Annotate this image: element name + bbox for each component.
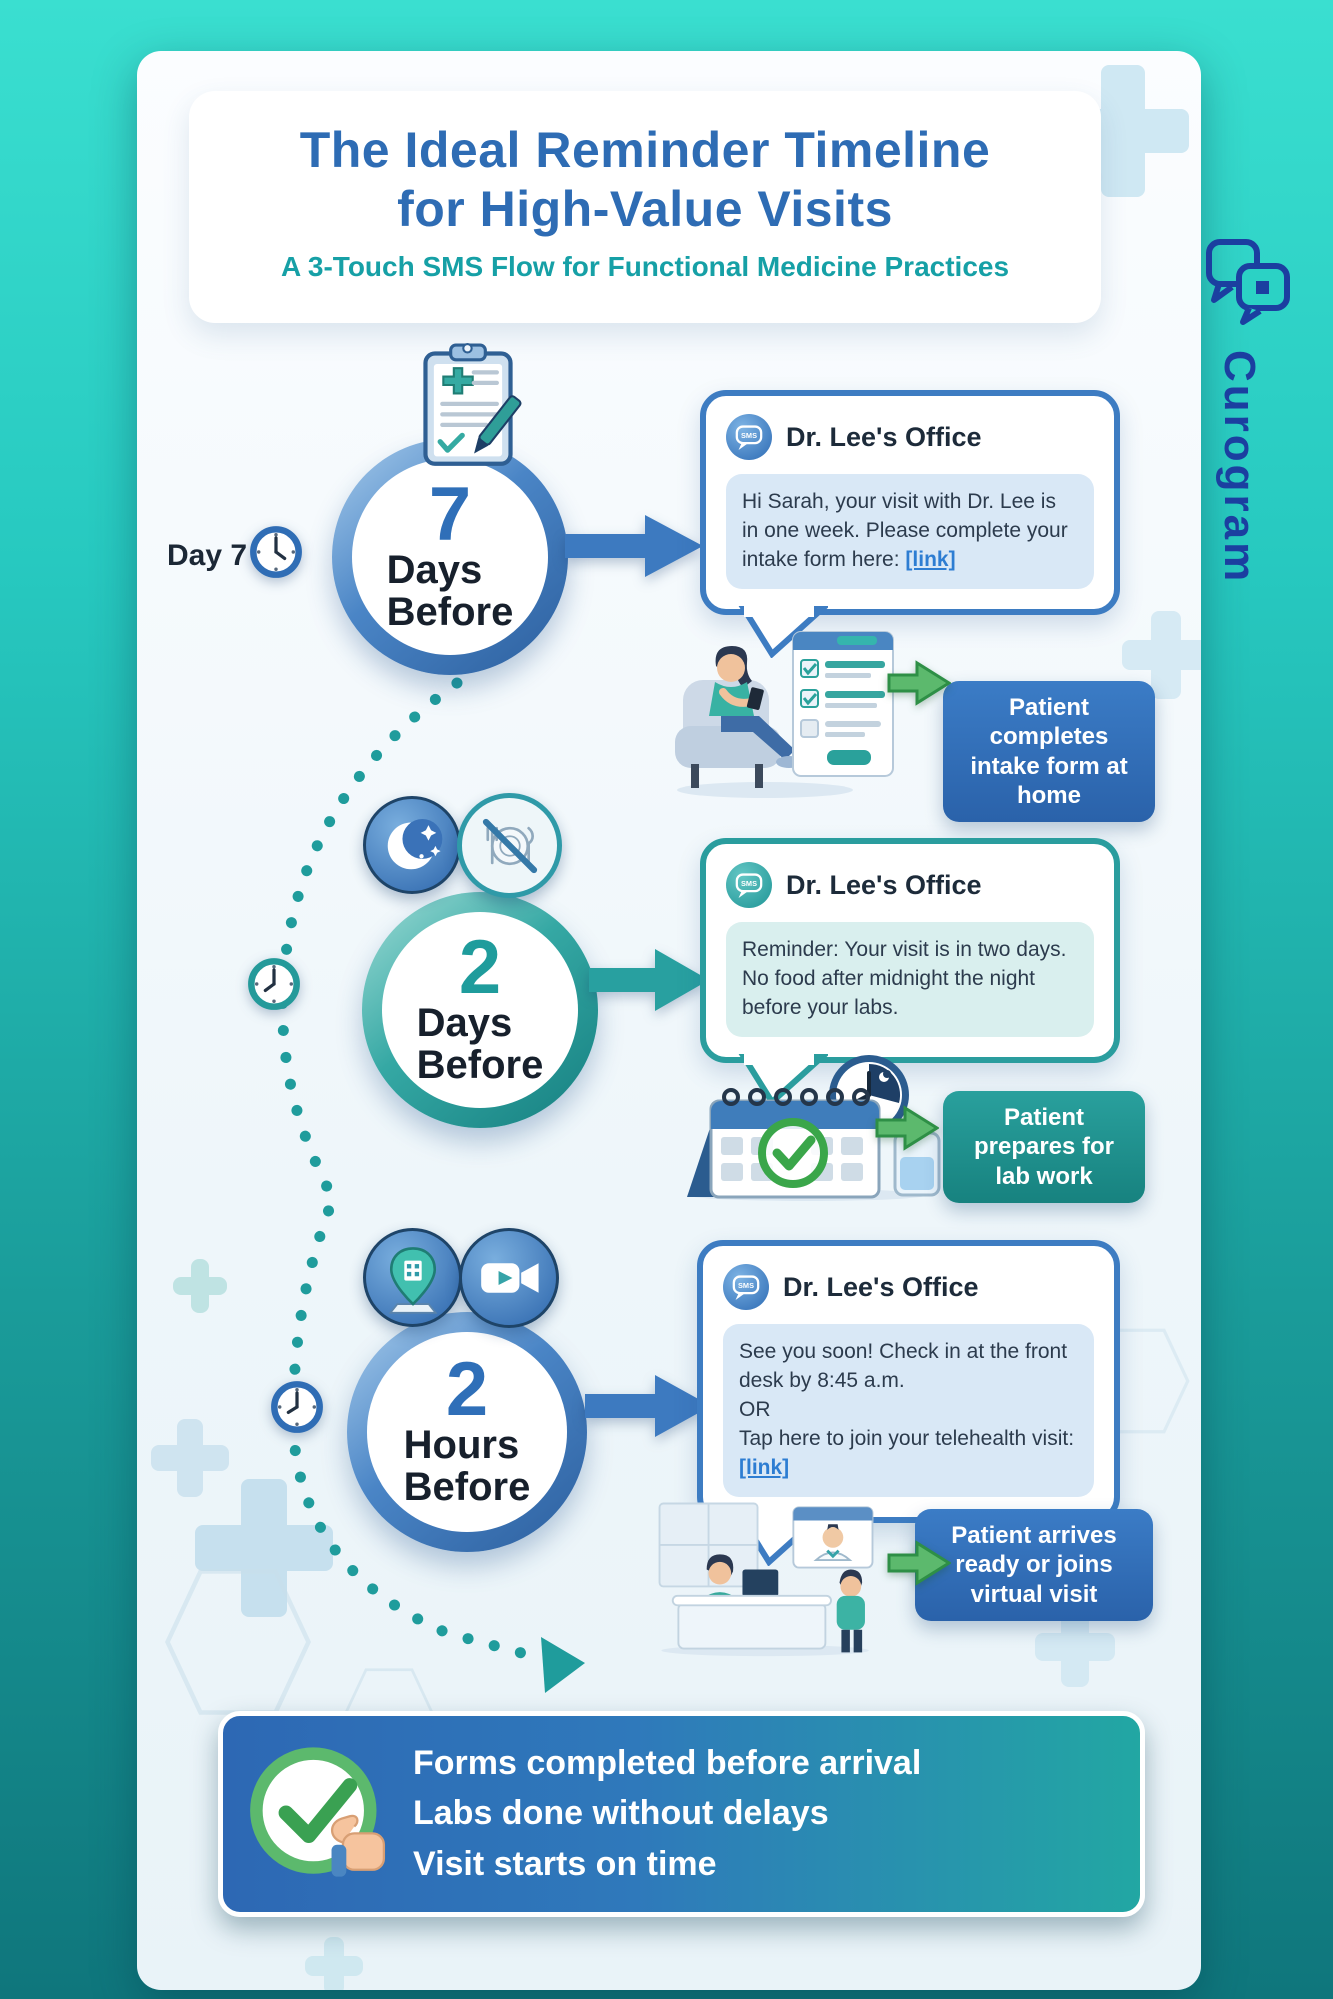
timeline-end-arrowhead (541, 1637, 585, 1693)
svg-text:SMS: SMS (738, 1281, 754, 1290)
page-title: The Ideal Reminder Timeline for High-Val… (299, 122, 991, 237)
sms-message-text: Hi Sarah, your visit with Dr. Lee is in … (742, 490, 1068, 571)
patient-at-home-illustration (675, 631, 894, 798)
sms-message-text: See you soon! Check in at the front desk… (739, 1340, 1068, 1392)
summary-line: Visit starts on time (413, 1844, 717, 1883)
day7-label: Day 7 (167, 539, 248, 572)
telehealth-link[interactable]: [link] (739, 1455, 790, 1479)
plus-decoration (195, 1479, 333, 1617)
sms-message: Reminder: Your visit is in two days. No … (726, 922, 1094, 1037)
sms-message-text: OR (739, 1397, 771, 1421)
infographic-poster: The Ideal Reminder Timeline for High-Val… (137, 51, 1201, 1990)
flow-arrow-step1 (565, 515, 703, 577)
outcome-arrow-step1 (887, 660, 951, 706)
svg-text:SMS: SMS (741, 431, 757, 440)
sms-message: Hi Sarah, your visit with Dr. Lee is in … (726, 474, 1094, 589)
summary-lines: Forms completed before arrival Labs done… (413, 1738, 921, 1889)
clipboard-pen-icon (423, 343, 522, 466)
sms-sender: Dr. Lee's Office (786, 869, 982, 900)
step2-number: 2 (458, 925, 502, 1011)
outcome-badge-step1: Patient completes intake form at home (943, 681, 1155, 823)
clock-icon (250, 526, 302, 578)
sms-message: See you soon! Check in at the front desk… (723, 1324, 1094, 1497)
clinic-checkin-illustration (658, 1502, 874, 1657)
step1-number: 7 (428, 472, 472, 558)
outcome-arrow-step3 (887, 1540, 951, 1586)
sms-message-text: Tap here to join your telehealth visit: (739, 1426, 1075, 1450)
curogram-logo (1203, 236, 1295, 332)
no-food-icon (457, 793, 562, 898)
check-thumbs-up-icon (250, 1747, 386, 1877)
plus-decoration (305, 1937, 363, 1990)
page-subtitle: A 3-Touch SMS Flow for Functional Medici… (280, 251, 1010, 282)
outcome-text: Patient arrives ready or joins virtual v… (951, 1522, 1117, 1608)
header-card: The Ideal Reminder Timeline for High-Val… (189, 91, 1101, 323)
video-camera-icon (459, 1228, 559, 1328)
summary-banner: Forms completed before arrival Labs done… (218, 1711, 1145, 1917)
curogram-wordmark: Curogram (1215, 350, 1264, 585)
outcome-arrow-step2 (875, 1105, 939, 1151)
sms-app-icon: SMS (726, 862, 772, 908)
plus-decoration (173, 1259, 227, 1313)
sms-bubble-step3: SMS Dr. Lee's Office See you soon! Check… (697, 1240, 1120, 1566)
outcome-text: Patient completes intake form at home (970, 694, 1128, 809)
outcome-badge-step3: Patient arrives ready or joins virtual v… (915, 1509, 1153, 1621)
step3-number: 2 (445, 1347, 489, 1433)
sms-app-icon: SMS (726, 414, 772, 460)
sms-bubble-step2: SMS Dr. Lee's Office Reminder: Your visi… (700, 838, 1120, 1106)
clock-icon (271, 1381, 323, 1433)
timeline-dotted-path (277, 677, 585, 1693)
svg-text:SMS: SMS (741, 879, 757, 888)
flow-arrow-step3 (585, 1375, 711, 1437)
sms-sender: Dr. Lee's Office (783, 1271, 979, 1302)
sms-sender: Dr. Lee's Office (786, 421, 982, 452)
moon-stars-icon (363, 796, 461, 894)
sms-bubble-step1: SMS Dr. Lee's Office Hi Sarah, your visi… (700, 390, 1120, 658)
plus-decoration (151, 1419, 229, 1497)
intake-form-link[interactable]: [link] (905, 547, 956, 571)
summary-line: Labs done without delays (413, 1794, 829, 1833)
lab-prep-illustration (687, 1055, 941, 1201)
summary-line: Forms completed before arrival (413, 1744, 922, 1782)
plus-decoration (1122, 611, 1201, 699)
clock-icon (248, 958, 300, 1010)
location-pin-icon (363, 1228, 462, 1327)
flow-arrow-step2 (589, 949, 709, 1011)
sms-app-icon: SMS (723, 1264, 769, 1310)
outcome-badge-step2: Patient prepares for lab work (943, 1091, 1145, 1203)
outcome-text: Patient prepares for lab work (973, 1104, 1115, 1190)
